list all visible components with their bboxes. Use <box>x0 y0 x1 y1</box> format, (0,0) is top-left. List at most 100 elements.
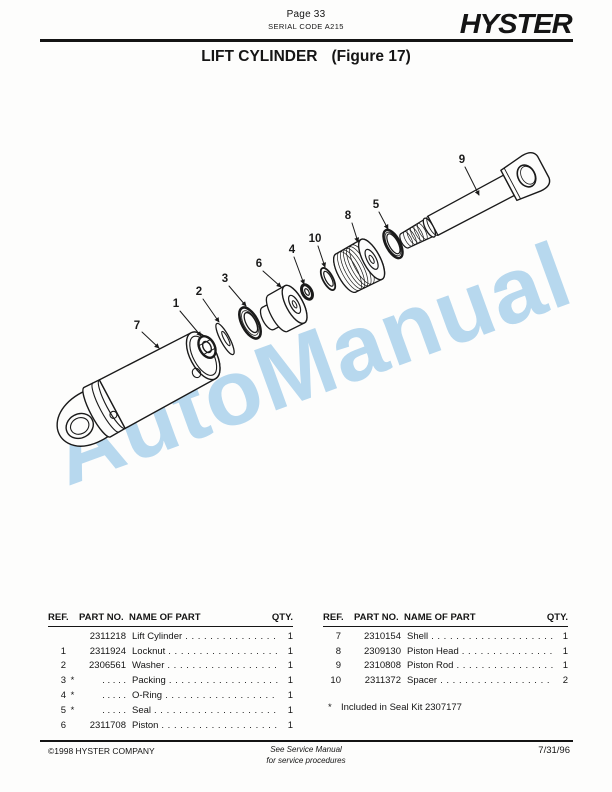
dots-leader: . . . . . . . . . . . . . . . . . . . . … <box>154 704 278 716</box>
callout-9: 9 <box>459 154 465 166</box>
dots-leader: . . . . . . . . . . . . . . . . . . . . … <box>168 675 278 687</box>
part-no-cell: 2310154 <box>364 630 401 642</box>
qty-cell: 1 <box>562 660 568 672</box>
page-number: Page 33 <box>286 9 326 20</box>
table-row: 2311218 Lift Cylinder . . . . . . . . . … <box>48 631 293 642</box>
part-seal <box>382 228 404 260</box>
table-row: 2 2306561 Washer . . . . . . . . . . . .… <box>48 660 293 671</box>
footer-rule <box>40 740 573 743</box>
qty-cell: 1 <box>562 645 568 657</box>
table-row: 4 * . . . . . O-Ring . . . . . . . . . .… <box>48 690 293 701</box>
col-ref: REF. <box>48 612 69 623</box>
table-row: 6 2311708 Piston . . . . . . . . . . . .… <box>48 720 293 731</box>
col-part-no: PART NO. <box>79 612 124 623</box>
table-header: REF. PART NO. NAME OF PART QTY. <box>323 612 568 627</box>
callout-8: 8 <box>345 210 352 222</box>
page-title: LIFT CYLINDER(Figure 17) <box>0 48 612 66</box>
part-no-cell: . . . . . <box>102 689 126 701</box>
title-main: LIFT CYLINDER <box>201 48 318 65</box>
part-piston <box>259 284 308 333</box>
qty-cell: 1 <box>562 630 568 642</box>
part-piston-rod <box>399 151 551 249</box>
star-cell: * <box>70 675 75 687</box>
qty-cell: 1 <box>287 689 293 701</box>
qty-cell: 1 <box>287 704 293 716</box>
dots-leader: . . . . . . . . . . . . . . . . . . . . … <box>185 630 278 642</box>
callout-5: 5 <box>373 199 380 211</box>
header-rule <box>40 39 573 42</box>
part-no-cell: 2309130 <box>364 645 401 657</box>
parts-table-right: REF. PART NO. NAME OF PART QTY. 7 231015… <box>323 612 568 731</box>
table-row: 8 2309130 Piston Head . . . . . . . . . … <box>323 646 568 657</box>
col-qty: QTY. <box>271 612 293 623</box>
dots-leader: . . . . . . . . . . . . . . . . . . . . … <box>461 645 553 657</box>
part-name-cell: Spacer <box>407 675 438 687</box>
callout-3: 3 <box>222 273 228 285</box>
part-no-cell: 2306561 <box>89 660 126 672</box>
star-cell: * <box>70 704 75 716</box>
part-name-cell: Shell <box>407 630 429 642</box>
part-name-cell: Washer <box>132 660 165 672</box>
callout-6: 6 <box>256 258 262 270</box>
part-lift-cylinder-shell <box>56 331 221 447</box>
ref-cell: 10 <box>330 675 341 687</box>
dots-leader: . . . . . . . . . . . . . . . . . . . . … <box>161 719 278 731</box>
part-name-cell: O-Ring <box>132 689 163 701</box>
callout-2: 2 <box>196 286 202 298</box>
serial-code: SERIAL CODE A215 <box>268 22 344 31</box>
dots-leader: . . . . . . . . . . . . . . . . . . . . … <box>168 645 278 657</box>
footer-note-line1: See Service Manual <box>270 745 342 754</box>
footnote-star: * <box>328 702 332 714</box>
table-header: REF. PART NO. NAME OF PART QTY. <box>48 612 293 627</box>
dots-leader: . . . . . . . . . . . . . . . . . . . . … <box>456 660 553 672</box>
callouts: 1 2 3 4 5 6 7 8 9 10 <box>134 154 480 349</box>
part-name-cell: Piston <box>132 719 159 731</box>
ref-cell: 5 <box>60 704 66 716</box>
ref-cell: 8 <box>335 645 341 657</box>
qty-cell: 1 <box>287 675 293 687</box>
dots-leader: . . . . . . . . . . . . . . . . . . . . … <box>440 675 553 687</box>
col-name: NAME OF PART <box>129 612 201 623</box>
part-no-cell: 2310808 <box>364 660 401 672</box>
col-ref: REF. <box>323 612 344 623</box>
part-no-cell: . . . . . <box>102 675 126 687</box>
part-name-cell: Piston Head <box>407 645 459 657</box>
col-name: NAME OF PART <box>404 612 476 623</box>
col-qty: QTY. <box>546 612 568 623</box>
part-name-cell: Seal <box>132 704 152 716</box>
seal-kit-footnote: * Included in Seal Kit 2307177 <box>323 702 568 713</box>
part-name-cell: Piston Rod <box>407 660 454 672</box>
footer-date: 7/31/96 <box>538 745 570 756</box>
copyright-text: ©1998 HYSTER COMPANY <box>48 746 155 756</box>
ref-cell: 4 <box>60 689 66 701</box>
callout-7: 7 <box>134 320 140 332</box>
hyster-logo: HYSTER <box>460 8 573 39</box>
ref-cell: 7 <box>335 630 341 642</box>
table-row: 1 2311924 Locknut . . . . . . . . . . . … <box>48 646 293 657</box>
part-no-cell: 2311218 <box>89 630 126 642</box>
dots-leader: . . . . . . . . . . . . . . . . . . . . … <box>431 630 553 642</box>
col-part-no: PART NO. <box>354 612 399 623</box>
dots-leader: . . . . . . . . . . . . . . . . . . . . … <box>167 660 278 672</box>
part-no-cell: 2311372 <box>364 675 401 687</box>
table-row: 5 * . . . . . Seal . . . . . . . . . . .… <box>48 705 293 716</box>
callout-1: 1 <box>173 298 180 310</box>
footer-note: See Service Manual for service procedure… <box>0 744 612 766</box>
table-row: 10 2311372 Spacer . . . . . . . . . . . … <box>323 675 568 686</box>
dots-leader: . . . . . . . . . . . . . . . . . . . . … <box>165 689 278 701</box>
part-spacer <box>319 267 337 291</box>
part-no-cell: 2311708 <box>89 719 126 731</box>
qty-cell: 2 <box>562 675 568 687</box>
table-row: 3 * . . . . . Packing . . . . . . . . . … <box>48 675 293 686</box>
part-washer <box>215 322 235 356</box>
ref-cell: 9 <box>335 660 341 672</box>
part-piston-head <box>333 238 386 293</box>
qty-cell: 1 <box>287 719 293 731</box>
part-o-ring <box>300 283 314 301</box>
part-no-cell: . . . . . <box>102 704 126 716</box>
part-name-cell: Locknut <box>132 645 166 657</box>
table-row: 9 2310808 Piston Rod . . . . . . . . . .… <box>323 660 568 671</box>
qty-cell: 1 <box>287 645 293 657</box>
callout-4: 4 <box>289 244 296 256</box>
